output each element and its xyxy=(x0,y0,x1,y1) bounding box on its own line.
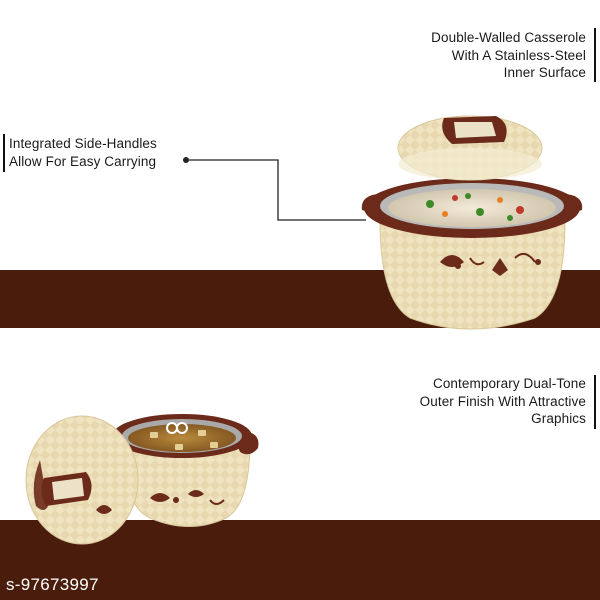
casserole-callout-line-3: Inner Surface xyxy=(503,65,586,80)
rice-food xyxy=(426,193,524,221)
finish-callout-line-2: Outer Finish With Attractive xyxy=(419,393,586,409)
bottom-casserole xyxy=(25,414,259,545)
floral-graphic xyxy=(440,252,541,276)
finish-callout-line-1: Contemporary Dual-Tone xyxy=(432,376,586,391)
handles-callout-line-2: Allow For Easy Carrying xyxy=(9,153,157,169)
handle-callout-line xyxy=(186,159,366,221)
handles-callout-line-1: Integrated Side-Handles xyxy=(9,136,157,151)
casserole-callout: Double-Walled Casserole With A Stainless… xyxy=(431,29,586,82)
finish-callout: Contemporary Dual-Tone Outer Finish With… xyxy=(420,375,586,428)
handles-callout: Integrated Side-Handles Allow For Easy C… xyxy=(9,135,157,170)
casserole-callout-line-1: Double-Walled Casserole xyxy=(431,30,586,45)
handles-callout-bar xyxy=(3,134,5,172)
casserole-callout-line-2: With A Stainless-Steel xyxy=(451,47,586,63)
top-casserole xyxy=(361,115,583,330)
casserole-callout-bar xyxy=(594,28,596,82)
finish-callout-bar xyxy=(594,375,596,429)
finish-callout-line-3: Graphics xyxy=(531,411,586,426)
sku-label: s-97673997 xyxy=(6,575,99,594)
